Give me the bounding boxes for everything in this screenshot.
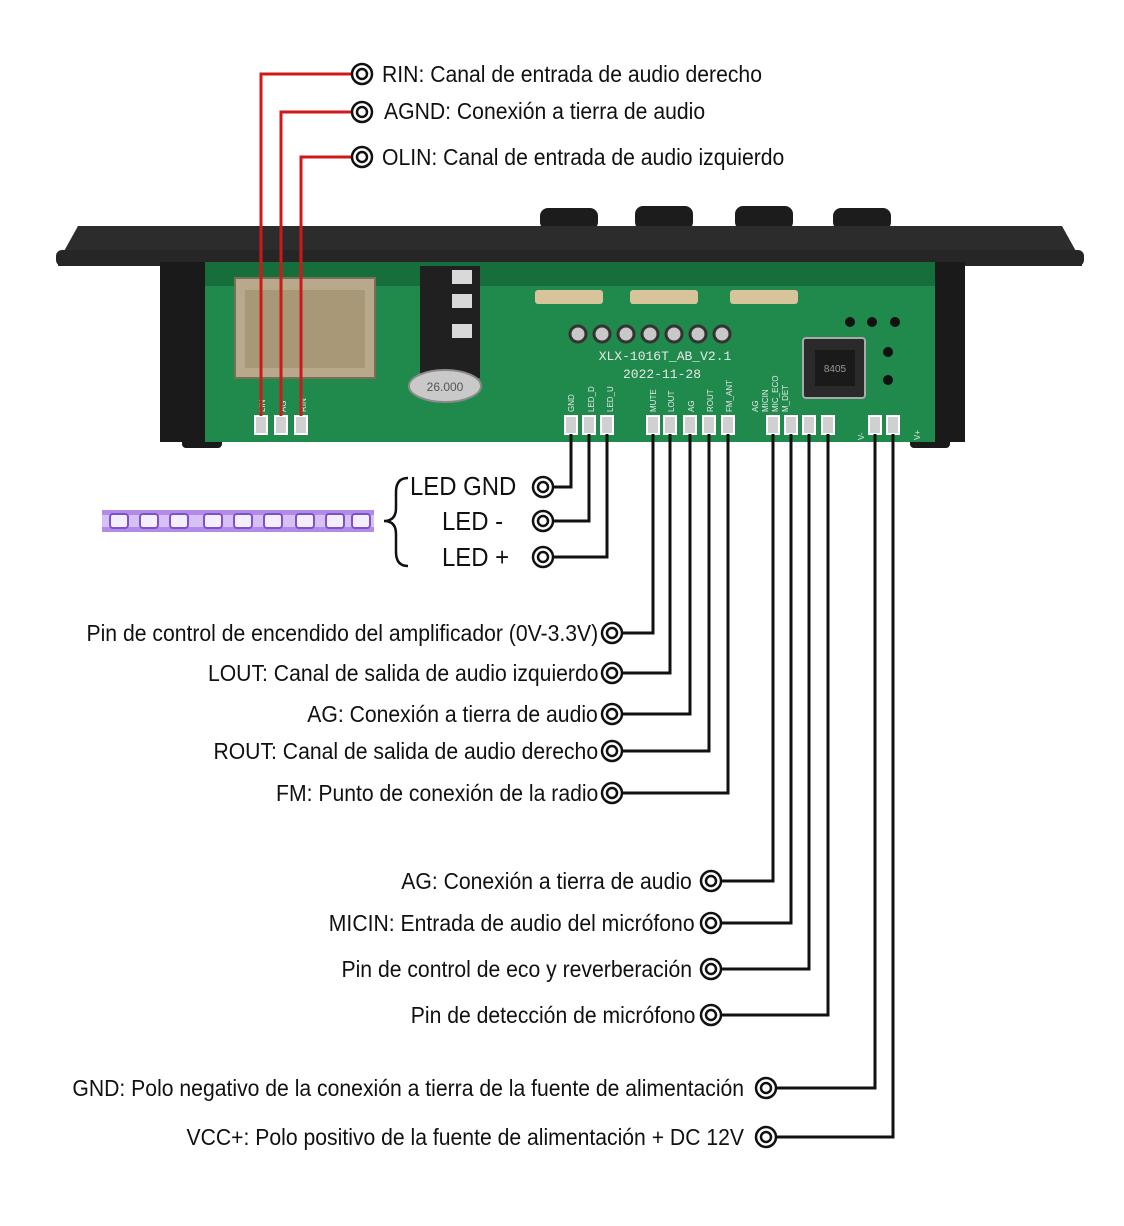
target-icon <box>350 145 374 169</box>
silk-rin: RIN <box>299 398 308 412</box>
target-icon <box>600 661 624 685</box>
header-holes <box>568 324 732 344</box>
board-date: 2022-11-28 <box>623 367 701 382</box>
target-icon <box>350 62 374 86</box>
silk-v-plus: V+ <box>913 430 922 440</box>
module-device: 26.000 XLX-1016T_AB_V2.1 2022-11-28 8405… <box>56 206 1084 448</box>
led-brace <box>383 476 409 568</box>
pin-pads <box>254 415 900 435</box>
audio-jack <box>420 266 480 378</box>
silk-m-det: M_DET <box>781 385 790 412</box>
label-olin: OLIN: Canal de entrada de audio izquierd… <box>382 144 785 170</box>
silk-gnd: GND <box>567 394 576 412</box>
silk-micin: MICIN <box>761 389 770 412</box>
label-led-plus: LED + <box>442 542 510 572</box>
target-icon <box>754 1125 778 1149</box>
target-icon <box>699 869 723 893</box>
silk-mute: MUTE <box>649 389 658 412</box>
target-icon <box>699 911 723 935</box>
silk-fm-ant: FM_ANT <box>725 380 734 412</box>
silk-ag-left: AG <box>279 400 288 412</box>
label-agnd: AGND: Conexión a tierra de audio <box>384 98 706 124</box>
label-led-gnd: LED GND <box>410 471 517 501</box>
label-fm: FM: Punto de conexión de la radio <box>275 780 598 806</box>
silk-v-minus: V- <box>857 432 866 440</box>
label-micin: MICIN: Entrada de audio del micrófono <box>329 910 695 936</box>
crystal-oscillator <box>408 369 482 403</box>
target-icon <box>754 1076 778 1100</box>
target-icon <box>600 739 624 763</box>
label-gnd-power: GND: Polo negativo de la conexión a tier… <box>72 1075 744 1101</box>
label-lout: LOUT: Canal de salida de audio izquierdo <box>207 660 598 686</box>
silk-lout: LOUT <box>667 391 676 412</box>
target-icon <box>699 957 723 981</box>
target-icon <box>531 475 555 499</box>
label-ag-mic: AG: Conexión a tierra de audio <box>401 868 692 894</box>
target-icon <box>600 702 624 726</box>
top-buttons <box>540 206 891 230</box>
label-rin: RIN: Canal de entrada de audio derecho <box>382 61 762 87</box>
silk-mic-eco: MIC_ECO <box>771 376 780 412</box>
target-icon <box>600 781 624 805</box>
silk-ag-mic: AG <box>751 400 760 412</box>
target-icon <box>531 509 555 533</box>
label-rout: ROUT: Canal de salida de audio derecho <box>213 738 598 764</box>
silk-rout: ROUT <box>706 389 715 412</box>
label-ag-audio: AG: Conexión a tierra de audio <box>307 701 598 727</box>
target-icon <box>699 1003 723 1027</box>
label-amp-control: Pin de control de encendido del amplific… <box>86 620 598 646</box>
label-mic-detect: Pin de detección de micrófono <box>410 1002 695 1028</box>
silk-led-u: LED_U <box>606 386 615 412</box>
target-icon <box>350 100 374 124</box>
chip-label: 8405 <box>824 364 847 375</box>
crystal-label: 26.000 <box>427 380 464 394</box>
target-icon <box>531 545 555 569</box>
target-icon <box>600 621 624 645</box>
pin-wires <box>548 434 895 1139</box>
silk-led-d: LED_D <box>587 386 596 412</box>
silk-ag-audio: AG <box>687 400 696 412</box>
led-strip <box>102 510 374 532</box>
label-echo: Pin de control de eco y reverberación <box>341 956 692 982</box>
board-model: XLX-1016T_AB_V2.1 <box>599 349 732 364</box>
label-led-minus: LED - <box>442 506 504 536</box>
top-input-wires <box>259 72 356 416</box>
connector-icons <box>350 62 778 1149</box>
label-vcc-power: VCC+: Polo positivo de la fuente de alim… <box>186 1124 744 1150</box>
